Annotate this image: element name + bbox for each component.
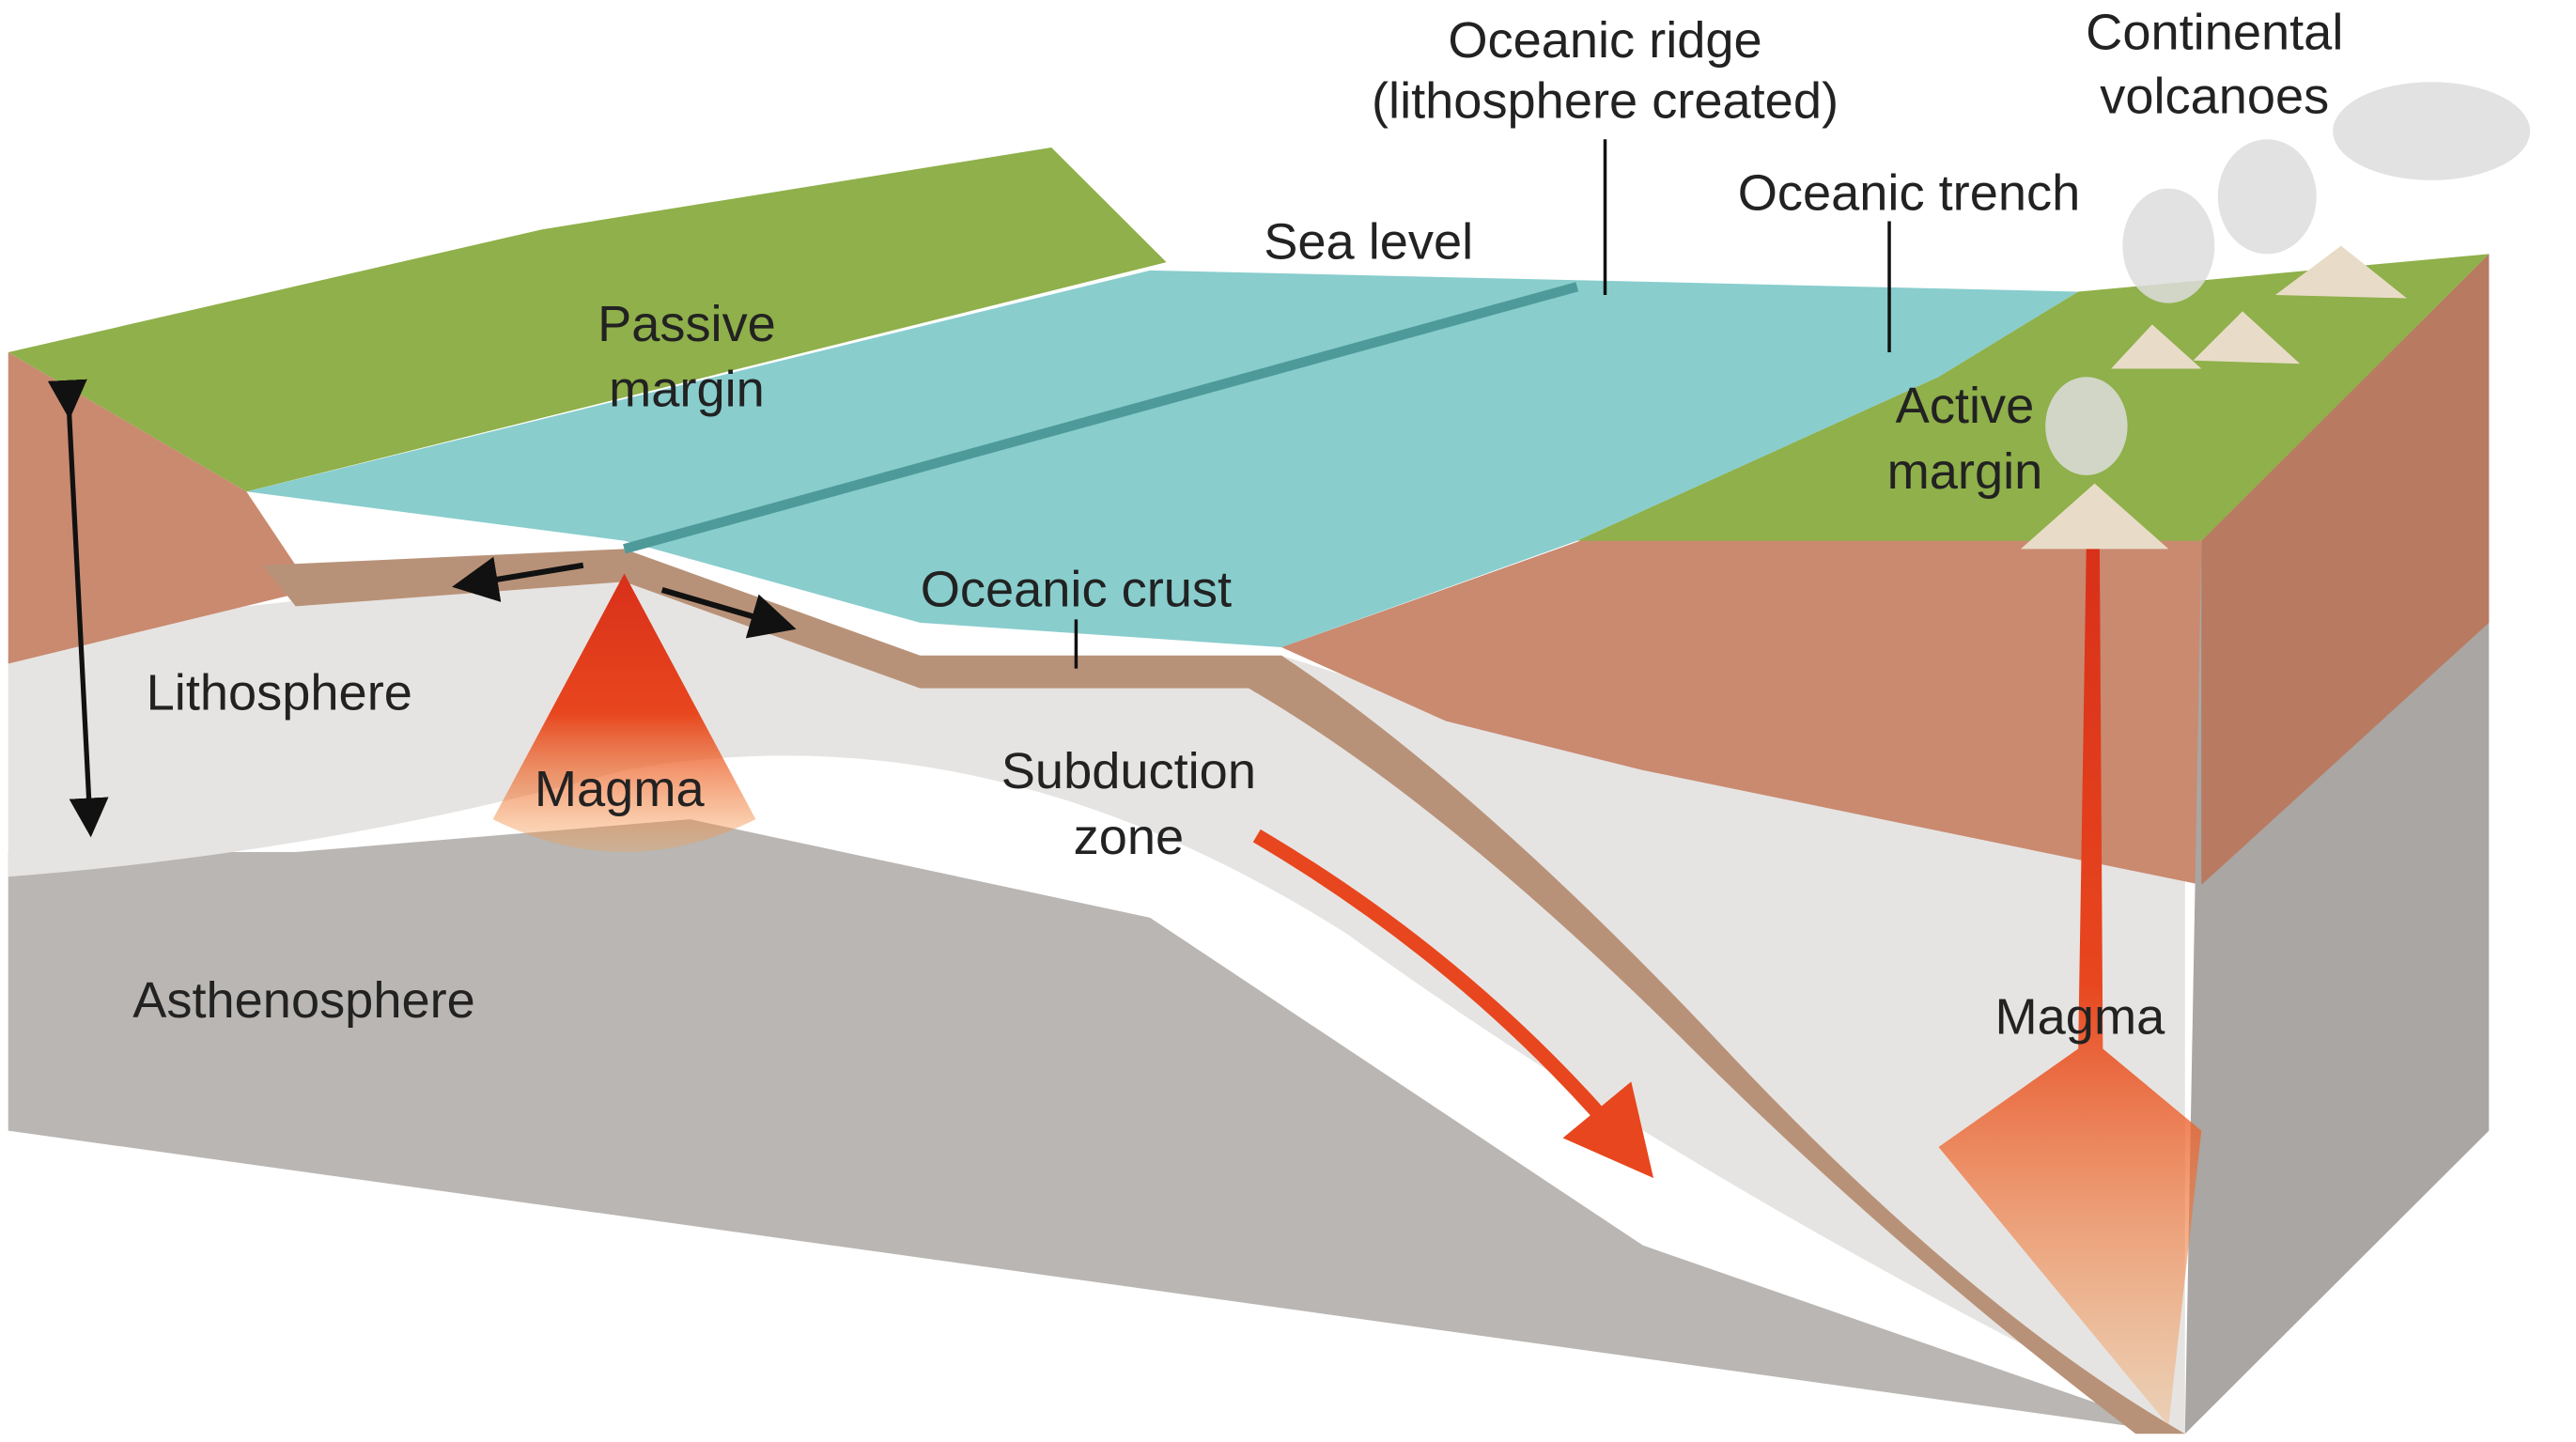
label-lithosphere: Lithosphere bbox=[147, 664, 412, 721]
smoke-plumes bbox=[2045, 82, 2531, 475]
right-face-crust bbox=[2201, 254, 2490, 885]
volcano-icons bbox=[2020, 245, 2407, 550]
lithosphere-thickness-arrow bbox=[47, 379, 109, 838]
land-left bbox=[8, 147, 1167, 492]
magma-ridge bbox=[492, 573, 756, 853]
continental-crust-right bbox=[1281, 524, 2202, 885]
ocean bbox=[246, 270, 2079, 648]
label-oceanic-ridge-sub: (lithosphere created) bbox=[1372, 73, 1839, 130]
label-oceanic-ridge: Oceanic ridge bbox=[1448, 12, 1761, 69]
label-passive-margin-2: margin bbox=[609, 362, 765, 418]
label-active-margin: Active bbox=[1896, 378, 2035, 434]
label-continental-volcanoes: Continental bbox=[2086, 4, 2343, 60]
label-oceanic-crust: Oceanic crust bbox=[921, 561, 1232, 617]
label-subduction-zone-2: zone bbox=[1074, 809, 1185, 865]
label-continental-volcanoes-2: volcanoes bbox=[2100, 68, 2329, 124]
label-sea-level: Sea level bbox=[1264, 214, 1473, 271]
subduction-arrow bbox=[1252, 829, 1654, 1178]
label-asthenosphere: Asthenosphere bbox=[132, 972, 475, 1029]
label-oceanic-trench: Oceanic trench bbox=[1738, 164, 2080, 221]
ridge-axis bbox=[623, 282, 1579, 554]
land-right bbox=[1576, 254, 2490, 541]
spreading-arrow-right bbox=[660, 587, 797, 639]
spreading-arrow-left bbox=[452, 556, 584, 602]
label-magma-arc: Magma bbox=[1995, 989, 2166, 1046]
label-magma-ridge: Magma bbox=[535, 761, 706, 817]
label-passive-margin: Passive bbox=[597, 296, 776, 352]
asthenosphere-layer bbox=[8, 819, 2185, 1434]
magma-arc bbox=[1938, 540, 2202, 1426]
label-subduction-zone: Subduction bbox=[1001, 743, 1256, 799]
label-active-margin-2: margin bbox=[1887, 443, 2043, 500]
